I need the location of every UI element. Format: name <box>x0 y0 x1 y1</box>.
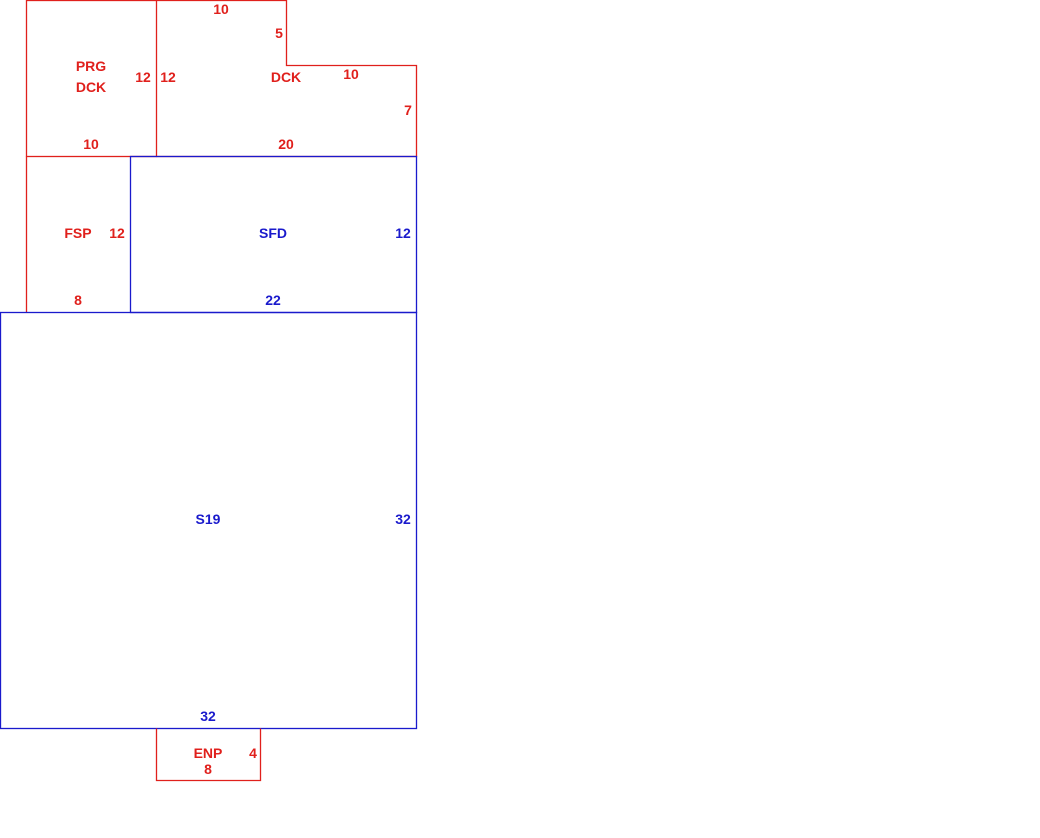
dck-dim-bottom: 20 <box>278 136 294 152</box>
s19-outline <box>0 311 418 730</box>
dck-dim-step-vertical: 5 <box>275 25 283 41</box>
dck-label: DCK <box>271 69 301 85</box>
enp-label: ENP <box>194 745 223 761</box>
sfd-dim-bottom: 22 <box>265 292 281 308</box>
enp-dim-right: 4 <box>249 745 257 761</box>
enp-dim-bottom: 8 <box>204 761 212 777</box>
fsp-dim-bottom: 8 <box>74 292 82 308</box>
s19-dim-bottom: 32 <box>200 708 216 724</box>
dck-dim-left: 12 <box>160 69 176 85</box>
dck-dim-step-horizontal: 10 <box>343 66 359 82</box>
fsp-label: FSP <box>64 225 91 241</box>
sfd-dim-right: 12 <box>395 225 411 241</box>
prg-dck-label-line1: PRG <box>76 58 106 74</box>
outlines <box>0 0 418 782</box>
sfd-label: SFD <box>259 225 287 241</box>
dck-dim-top: 10 <box>213 1 229 17</box>
prg-dck-dim-right: 12 <box>135 69 151 85</box>
s19-dim-right: 32 <box>395 511 411 527</box>
dck-dim-right: 7 <box>404 102 412 118</box>
s19-label: S19 <box>196 511 221 527</box>
fsp-dim-right: 12 <box>109 225 125 241</box>
prg-dck-dim-bottom: 10 <box>83 136 99 152</box>
enp-outline <box>155 728 262 782</box>
prg-dck-outline <box>25 0 158 158</box>
prg-dck-label-line2: DCK <box>76 79 106 95</box>
